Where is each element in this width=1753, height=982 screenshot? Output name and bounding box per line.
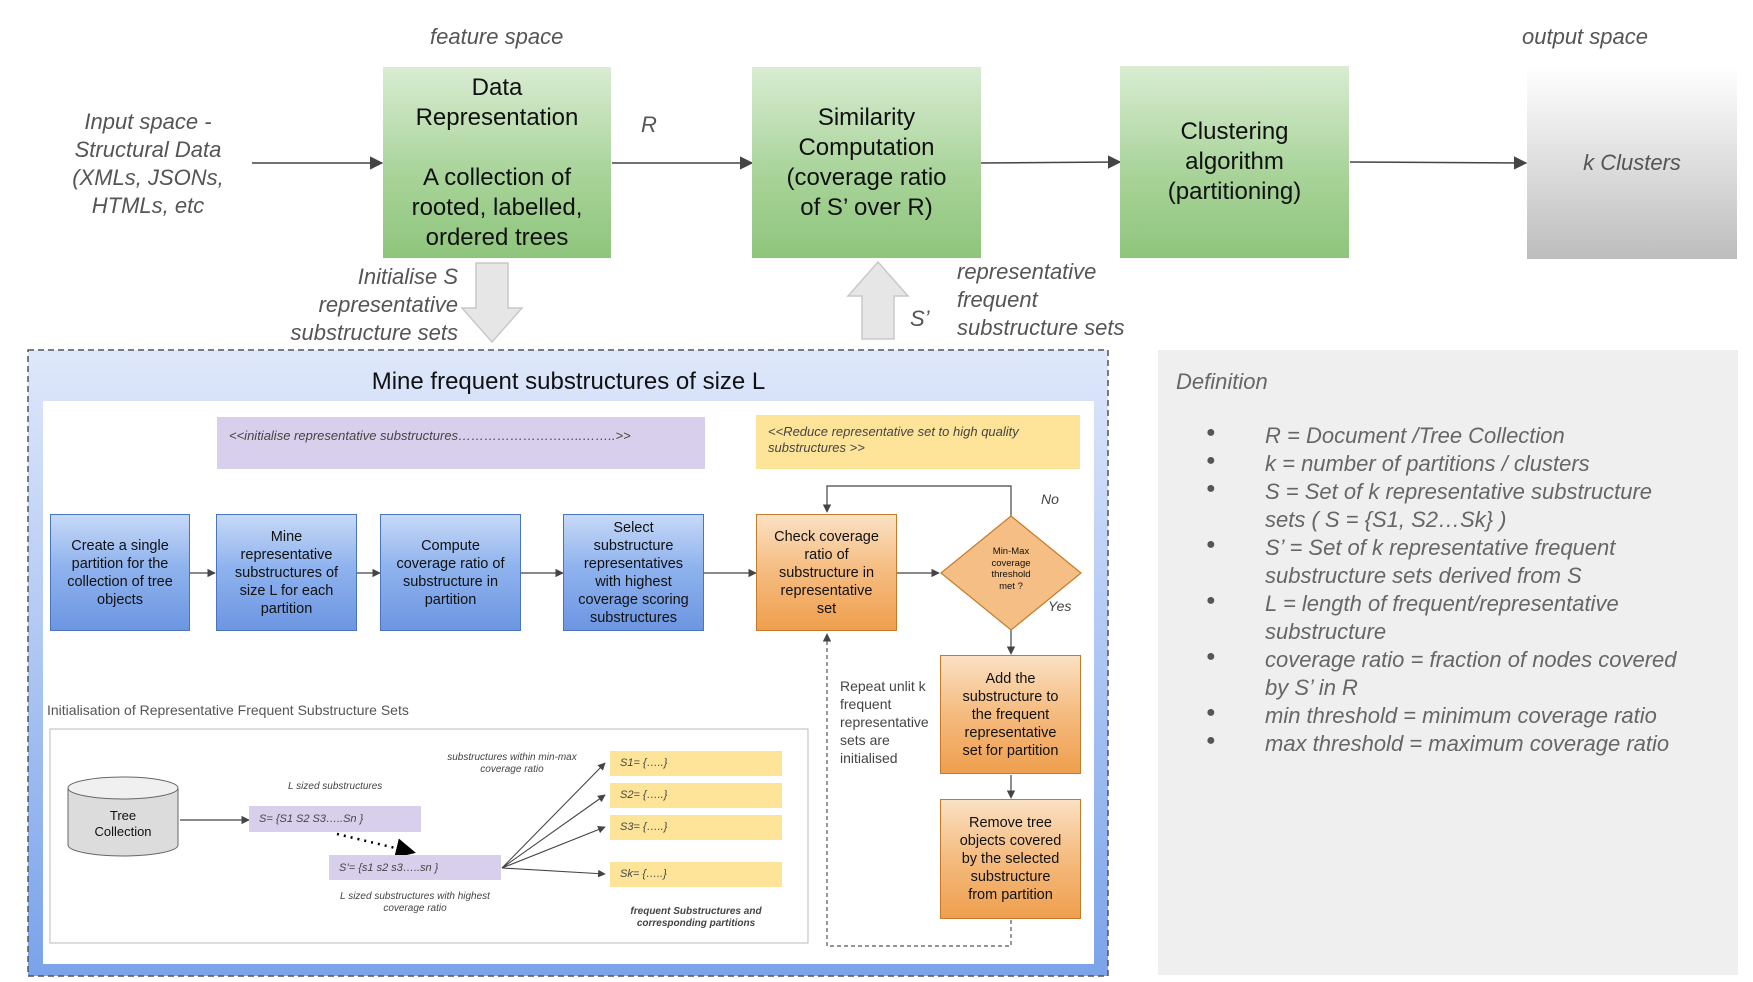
step-mine-substructures[interactable]: Mine representative substructures of siz… [216, 514, 357, 631]
definition-text: S = Set of k representative substructure… [1265, 479, 1653, 532]
bullet-icon: ● [1206, 480, 1216, 497]
definition-item: ● k = number of partitions / clusters [1158, 450, 1738, 478]
definition-panel: Definition ● R = Document /Tree Collecti… [1158, 350, 1738, 975]
s3-set: S3= {…..} [610, 815, 782, 840]
s-prime-label: S’ [910, 306, 930, 331]
representative-frequent-label: representative frequent substructure set… [957, 259, 1125, 340]
remove-tree-objects-box[interactable]: Remove tree objects covered by the selec… [940, 799, 1081, 919]
within-minmax-label: substructures within min-max coverage ra… [447, 752, 577, 775]
definition-text: S’ = Set of k representative frequent su… [1265, 535, 1616, 588]
definition-title: Definition [1176, 369, 1268, 394]
tree-collection-label: Tree Collection [94, 808, 152, 839]
init-panel-title: Initialisation of Representative Frequen… [47, 702, 409, 718]
up-block-arrow [846, 260, 910, 340]
check-coverage-box[interactable]: Check coverage ratio of substructure in … [756, 514, 897, 631]
definition-item: ● R = Document /Tree Collection [1158, 422, 1738, 450]
output-space-label: output space [1522, 24, 1648, 49]
arrow-sprime-s3 [501, 825, 606, 869]
bullet-icon: ● [1206, 592, 1216, 609]
similarity-computation-box[interactable]: Similarity Computation (coverage ratio o… [752, 67, 981, 258]
bullet-icon: ● [1206, 704, 1216, 721]
bullet-icon: ● [1206, 424, 1216, 441]
definition-list: ● R = Document /Tree Collection ● k = nu… [1158, 422, 1738, 758]
threshold-diamond [940, 515, 1082, 631]
definition-text: k = number of partitions / clusters [1265, 451, 1590, 476]
s2-set: S2= {…..} [610, 783, 782, 808]
clustering-algorithm-box[interactable]: Clustering algorithm (partitioning) [1120, 66, 1349, 258]
tree-collection-cylinder [67, 776, 179, 857]
definition-item: ● coverage ratio = fraction of nodes cov… [1158, 646, 1738, 702]
step-create-partition[interactable]: Create a single partition for the collec… [50, 514, 190, 631]
initialise-s-label: Initialise S representative substructure… [290, 264, 458, 345]
arrow-no-loop [822, 485, 1012, 516]
bullet-icon: ● [1206, 648, 1216, 665]
definition-text: max threshold = maximum coverage ratio [1265, 731, 1670, 756]
definition-text: min threshold = minimum coverage ratio [1265, 703, 1657, 728]
l-sized-label: L sized substructures [288, 781, 383, 792]
init-banner: <<initialise representative substructure… [217, 417, 705, 469]
definition-text: L = length of frequent/representative su… [1265, 591, 1619, 644]
s-prime-set-label: S’= {s1 s2 s3…..sn } [329, 855, 501, 880]
input-space-label: Input space - Structural Data (XMLs, JSO… [72, 109, 224, 218]
bullet-icon: ● [1206, 732, 1216, 749]
frequent-partitions-label: frequent Substructures and corresponding… [630, 906, 762, 929]
arrow-sprime-s1 [501, 762, 606, 869]
definition-item: ● S’ = Set of k representative frequent … [1158, 534, 1738, 590]
dotted-s-to-sprime [336, 832, 416, 858]
definition-item: ● max threshold = maximum coverage ratio [1158, 730, 1738, 758]
repeat-label: Repeat unlit k frequent representative s… [840, 678, 929, 766]
arrow-clustering-to-clusters [1349, 156, 1528, 170]
r-label: R [641, 112, 657, 137]
s1-set: S1= {…..} [610, 751, 782, 776]
yes-label: Yes [1048, 598, 1072, 614]
k-clusters-box[interactable]: k Clusters [1527, 66, 1737, 259]
add-substructure-box[interactable]: Add the substructure to the frequent rep… [940, 655, 1081, 774]
arrow-similarity-to-clustering [980, 155, 1122, 169]
step-select-representatives[interactable]: Select substructure representatives with… [563, 514, 704, 631]
l-sized-highest-label: L sized substructures with highest cover… [340, 891, 490, 914]
definition-text: R = Document /Tree Collection [1265, 423, 1565, 448]
down-block-arrow [460, 262, 524, 344]
definition-item: ● min threshold = minimum coverage ratio [1158, 702, 1738, 730]
definition-text: coverage ratio = fraction of nodes cover… [1265, 647, 1677, 700]
arrow-sprime-sk [501, 867, 606, 878]
threshold-diamond-label: Min-Max coverage threshold met ? [991, 546, 1031, 592]
definition-item: ● S = Set of k representative substructu… [1158, 478, 1738, 534]
feature-space-label: feature space [430, 24, 564, 49]
definition-item: ● L = length of frequent/representative … [1158, 590, 1738, 646]
no-label: No [1041, 491, 1059, 507]
bullet-icon: ● [1206, 536, 1216, 553]
mine-title: Mine frequent substructures of size L [371, 368, 766, 395]
data-representation-box[interactable]: Data Representation A collection of root… [383, 67, 611, 258]
bullet-icon: ● [1206, 452, 1216, 469]
arrow-sprime-s2 [501, 794, 606, 869]
s-set-label: S= {S1 S2 S3…..Sn } [249, 806, 421, 832]
step-compute-coverage[interactable]: Compute coverage ratio of substructure i… [380, 514, 521, 631]
reduce-banner: <<Reduce representative set to high qual… [756, 415, 1080, 469]
dashed-repeat-loop [822, 633, 1012, 947]
sk-set: Sk= {…..} [610, 862, 782, 887]
